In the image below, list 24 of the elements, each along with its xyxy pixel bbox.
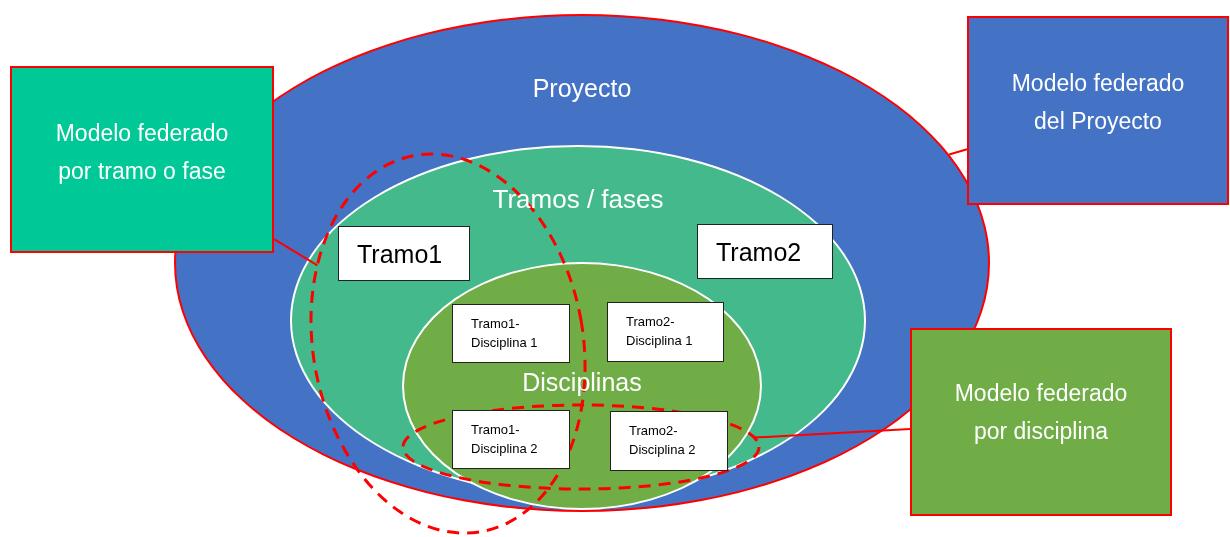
box-label: Tramo1- Disciplina 2 [471, 420, 539, 458]
box-label: Tramo1 [357, 238, 443, 269]
ellipse-title: Tramos / fases [492, 184, 664, 215]
leader-line [273, 238, 319, 267]
dashed-ellipse [400, 402, 762, 492]
leader-line [753, 428, 911, 439]
leader-line [948, 148, 968, 156]
label-box [452, 304, 570, 363]
label-box [610, 411, 728, 471]
box-label: Tramo2- Disciplina 1 [626, 313, 694, 350]
ellipse-title: Proyecto [532, 74, 632, 103]
box-label: Tramo1- Disciplina 1 [471, 314, 539, 352]
callout-box [910, 328, 1172, 516]
callout-text: Modelo federado del Proyecto [1010, 69, 1186, 136]
box-label: Tramo2- Disciplina 2 [629, 422, 697, 459]
label-box [607, 302, 724, 362]
callout-text: Modelo federado por tramo o fase [54, 119, 230, 186]
label-box [697, 224, 833, 279]
callout-box [967, 16, 1229, 205]
callout-text: Modelo federado por disciplina [953, 379, 1129, 446]
ellipse-title: Disciplinas [522, 368, 642, 397]
callout-box [10, 66, 274, 253]
label-box [452, 410, 570, 469]
box-label: Tramo2 [716, 236, 802, 267]
